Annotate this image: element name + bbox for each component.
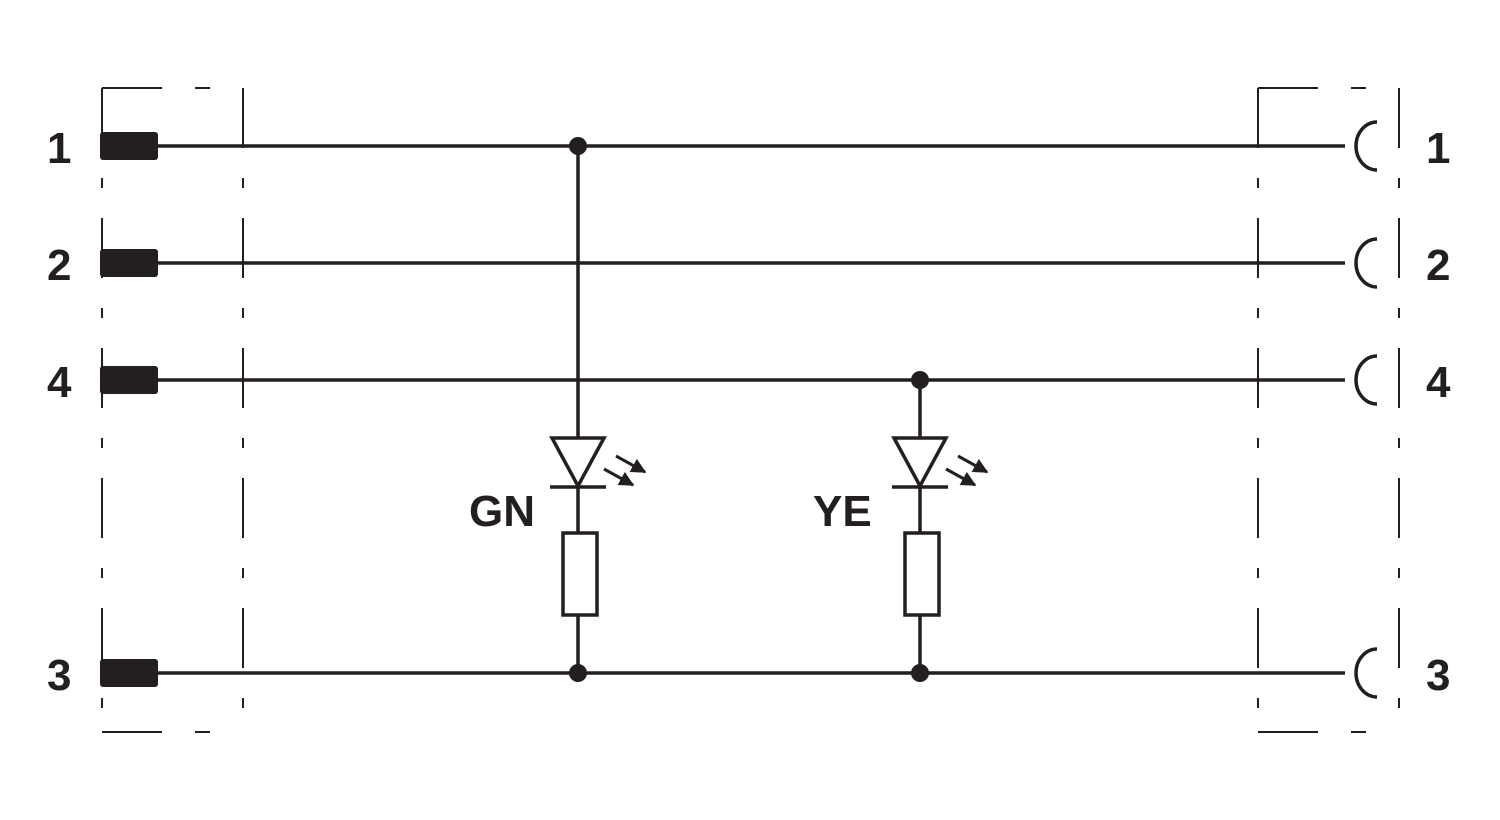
junction-dot bbox=[911, 371, 929, 389]
junctions bbox=[569, 137, 929, 682]
male-pin-1 bbox=[100, 132, 158, 160]
led-ye-circuit: YE bbox=[813, 436, 989, 673]
led-gn-label: GN bbox=[469, 487, 535, 536]
resistor-ye bbox=[903, 531, 941, 617]
left-pin-labels: 1 2 4 3 bbox=[47, 124, 72, 700]
left-pin-label: 3 bbox=[47, 651, 71, 700]
male-pin-4 bbox=[100, 366, 158, 394]
male-pin-2 bbox=[100, 249, 158, 277]
right-connector-housing bbox=[1257, 87, 1400, 733]
wires bbox=[156, 144, 1345, 675]
resistor-gn bbox=[561, 531, 599, 617]
junction-dot bbox=[569, 137, 587, 155]
right-pin-label: 2 bbox=[1426, 241, 1450, 290]
led-gn-diode-icon bbox=[549, 436, 607, 490]
female-socket-2 bbox=[1354, 237, 1378, 289]
female-socket-1 bbox=[1354, 120, 1378, 172]
left-pin-label: 1 bbox=[47, 124, 71, 173]
left-pin-contacts bbox=[100, 132, 158, 687]
led-gn-circuit: GN bbox=[469, 436, 647, 673]
male-pin-3 bbox=[100, 659, 158, 687]
right-pin-label: 4 bbox=[1426, 358, 1451, 407]
left-pin-label: 4 bbox=[47, 358, 72, 407]
light-emission-arrows-icon bbox=[945, 454, 989, 487]
female-socket-3 bbox=[1354, 647, 1378, 699]
right-pin-label: 1 bbox=[1426, 124, 1450, 173]
right-socket-contacts bbox=[1354, 120, 1378, 699]
right-pin-labels: 1 2 4 3 bbox=[1426, 124, 1451, 700]
female-socket-4 bbox=[1354, 354, 1378, 406]
light-emission-arrows-icon bbox=[603, 454, 647, 487]
right-pin-label: 3 bbox=[1426, 651, 1450, 700]
left-pin-label: 2 bbox=[47, 241, 71, 290]
left-connector-housing bbox=[101, 87, 244, 733]
led-ye-diode-icon bbox=[891, 436, 949, 490]
led-ye-label: YE bbox=[813, 487, 872, 536]
